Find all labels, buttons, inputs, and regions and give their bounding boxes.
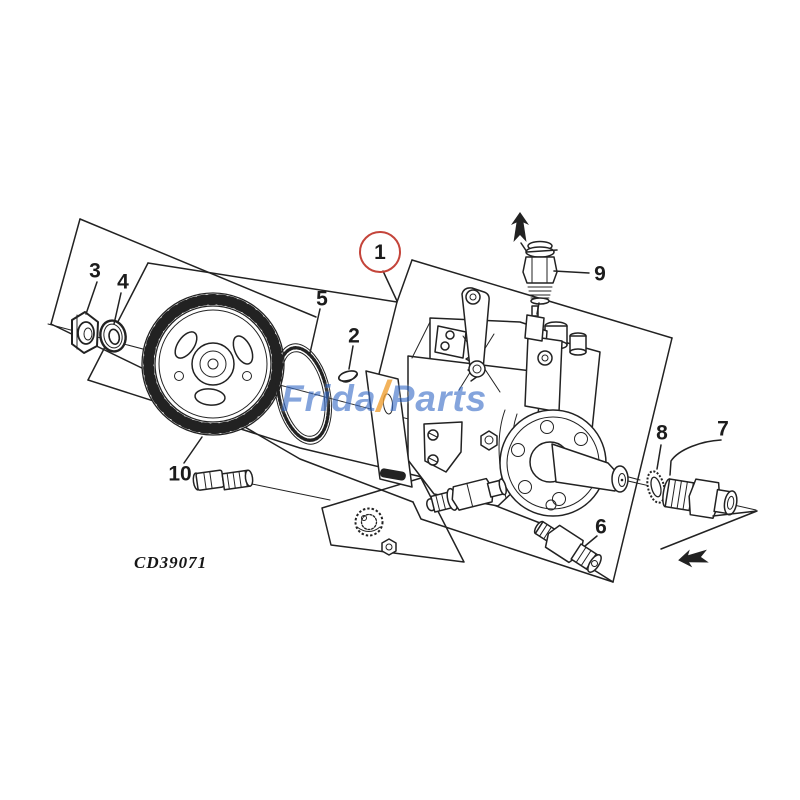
callout-9: 9 bbox=[594, 262, 606, 286]
callout-4: 4 bbox=[117, 270, 129, 294]
watermark-text-right: Parts bbox=[389, 378, 488, 419]
watermark-slash-icon: / bbox=[376, 372, 390, 421]
part-drive-gear bbox=[141, 292, 285, 436]
callout-5: 5 bbox=[316, 287, 328, 311]
callout-8: 8 bbox=[656, 421, 668, 445]
callout-2: 2 bbox=[348, 324, 360, 348]
callout-leader-lines bbox=[85, 242, 758, 550]
callout-1: 1 bbox=[359, 231, 401, 273]
part-plug bbox=[522, 240, 558, 305]
part-washer-small bbox=[646, 470, 666, 504]
callout-1-number: 1 bbox=[374, 240, 386, 264]
part-connector-fitting bbox=[662, 478, 738, 520]
part-cap bbox=[337, 370, 359, 383]
part-fitting-lower bbox=[533, 520, 602, 574]
figure-code-caption: CD39071 bbox=[134, 553, 208, 572]
watermark-text-left: Frida bbox=[281, 378, 377, 419]
part-pin bbox=[192, 469, 254, 491]
part-nut bbox=[71, 311, 99, 354]
watermark: Frida/Parts bbox=[281, 372, 487, 422]
callout-10: 10 bbox=[168, 462, 192, 486]
callout-6: 6 bbox=[595, 515, 607, 539]
part-washer-front bbox=[99, 319, 127, 353]
part-injection-pump bbox=[365, 287, 629, 556]
part-key bbox=[354, 507, 384, 537]
callout-7: 7 bbox=[717, 417, 729, 441]
part-gasket bbox=[274, 343, 332, 445]
panel-key-outline bbox=[321, 477, 465, 563]
direction-arrows bbox=[511, 212, 709, 568]
arrow-up-icon bbox=[511, 212, 529, 242]
arrow-left-icon bbox=[678, 549, 709, 568]
callout-3: 3 bbox=[89, 259, 101, 283]
